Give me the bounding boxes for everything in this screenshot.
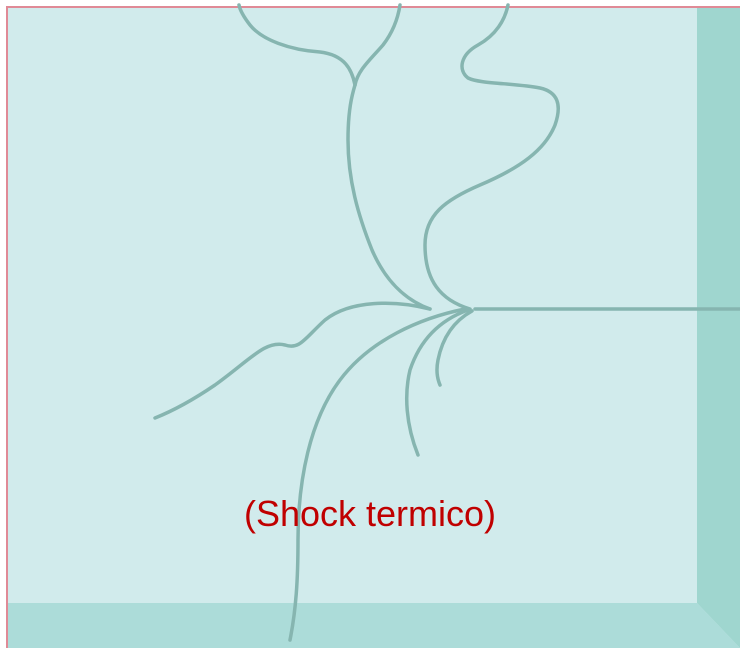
glass-face: [7, 7, 740, 648]
glass-edge-bottom: [7, 603, 740, 648]
glass-edge-right: [697, 7, 740, 648]
caption-label: (Shock termico): [0, 493, 740, 535]
